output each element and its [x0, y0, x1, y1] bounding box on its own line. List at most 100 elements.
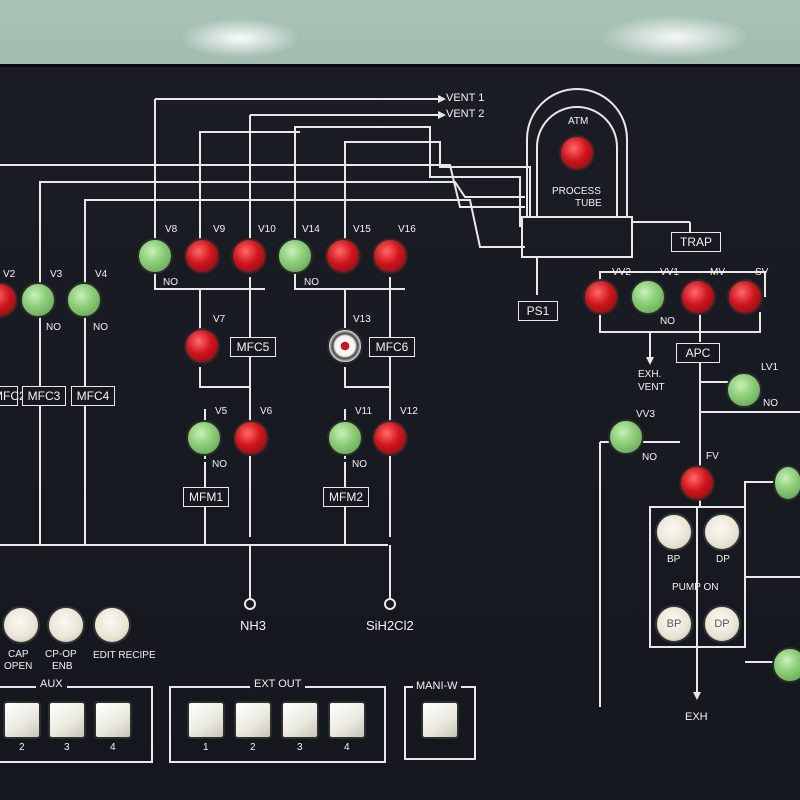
pump-on-label: PUMP ON	[672, 582, 719, 593]
valve-v6[interactable]	[233, 420, 269, 456]
valve-fv[interactable]	[679, 465, 715, 501]
valve-right-edge[interactable]	[773, 465, 800, 501]
dp-lamp[interactable]	[703, 513, 741, 551]
ext-out-button-2[interactable]	[234, 701, 272, 739]
v12-label: V12	[400, 406, 418, 417]
v16-label: V16	[398, 224, 416, 235]
mfc6-box: MFC6	[369, 337, 415, 357]
aux-button-4[interactable]	[94, 701, 132, 739]
v14-label: V14	[302, 224, 320, 235]
valve-v15[interactable]	[325, 238, 361, 274]
mfm1-box: MFM1	[183, 487, 229, 507]
valve-v14[interactable]	[277, 238, 313, 274]
edit-recipe-label: EDIT RECIPE	[93, 650, 156, 661]
ext-out-button-1[interactable]	[187, 701, 225, 739]
valve-v9[interactable]	[184, 238, 220, 274]
pump-on-bp-button[interactable]: BP	[655, 605, 693, 643]
ext-out-label-2: 2	[250, 742, 256, 753]
v8-label: V8	[165, 224, 178, 235]
sv-label: SV	[755, 267, 769, 278]
valve-v7[interactable]	[184, 328, 220, 364]
dp-label: DP	[716, 554, 730, 565]
aux-label-4: 4	[110, 742, 116, 753]
v4-label: V4	[95, 269, 108, 280]
trap-box: TRAP	[671, 232, 721, 252]
edit-recipe-button[interactable]	[93, 606, 131, 644]
cap-open-label-1: CAP	[8, 649, 29, 660]
control-panel: VENT 1 VENT 2 ATM PROCESS TUBE PS1 TRAP …	[0, 64, 800, 800]
process-tube-label-2: TUBE	[575, 198, 602, 209]
mfm2-box: MFM2	[323, 487, 369, 507]
valve-v5[interactable]	[186, 420, 222, 456]
bp-lamp[interactable]	[655, 513, 693, 551]
lv1-label: LV1	[761, 362, 779, 373]
valve-lv1[interactable]	[726, 372, 762, 408]
v5-no-label: NO	[212, 459, 227, 470]
valve-lower-right[interactable]	[772, 647, 800, 683]
v4-no-label: NO	[93, 322, 108, 333]
v5-label: V5	[215, 406, 228, 417]
pump-on-dp-button[interactable]: DP	[703, 605, 741, 643]
ext-out-label-3: 3	[297, 742, 303, 753]
valve-vv2[interactable]	[583, 279, 619, 315]
aux-button-3[interactable]	[48, 701, 86, 739]
mani-w-group-label: MANI-W	[413, 681, 461, 692]
vv3-no-label: NO	[642, 452, 657, 463]
valve-vv3[interactable]	[608, 419, 644, 455]
light-glare	[600, 15, 750, 59]
valve-mv[interactable]	[680, 279, 716, 315]
vent1-label: VENT 1	[446, 92, 485, 104]
valve-vv1[interactable]	[630, 279, 666, 315]
valve-v8[interactable]	[137, 238, 173, 274]
atm-lamp[interactable]	[559, 135, 595, 171]
valve-v16[interactable]	[372, 238, 408, 274]
nh3-label: NH3	[240, 618, 267, 633]
atm-label: ATM	[568, 116, 589, 127]
cpop-label-2: ENB	[52, 661, 73, 672]
light-glare	[180, 18, 300, 58]
vent2-label: VENT 2	[446, 108, 485, 120]
vv1-no-label: NO	[660, 316, 675, 327]
exh-label: EXH	[685, 711, 708, 723]
valve-v11[interactable]	[327, 420, 363, 456]
valve-sv[interactable]	[727, 279, 763, 315]
ext-out-label-1: 1	[203, 742, 209, 753]
mfc2-box: MFC2	[0, 386, 26, 406]
cap-open-label-2: OPEN	[4, 661, 33, 672]
cp-op-enb-button[interactable]	[47, 606, 85, 644]
v7-label: V7	[213, 314, 226, 325]
bp-label: BP	[667, 554, 681, 565]
v10-label: V10	[258, 224, 276, 235]
ps1-box: PS1	[518, 301, 558, 321]
v8-no-label: NO	[163, 277, 178, 288]
mani-w-button[interactable]	[421, 701, 459, 739]
aux-label-2: 2	[19, 742, 25, 753]
mfc5-box: MFC5	[230, 337, 276, 357]
valve-v10[interactable]	[231, 238, 267, 274]
valve-v3[interactable]	[20, 282, 56, 318]
aux-group-label: AUX	[36, 679, 67, 690]
fv-label: FV	[706, 451, 719, 462]
lv1-no-label: NO	[763, 398, 778, 409]
valve-v13[interactable]	[327, 328, 363, 364]
vv1-label: VV1	[660, 267, 679, 278]
v11-no-label: NO	[352, 459, 367, 470]
aux-button-2[interactable]	[3, 701, 41, 739]
mfc4-box: MFC4	[71, 386, 115, 406]
v11-label: V11	[355, 406, 373, 417]
cap-open-button[interactable]	[2, 606, 40, 644]
process-tube-label-1: PROCESS	[552, 186, 601, 197]
ext-out-button-3[interactable]	[281, 701, 319, 739]
valve-v12[interactable]	[372, 420, 408, 456]
v9-label: V9	[213, 224, 226, 235]
valve-v4[interactable]	[66, 282, 102, 318]
vv2-label: VV2	[612, 267, 631, 278]
ext-out-button-4[interactable]	[328, 701, 366, 739]
v15-label: V15	[353, 224, 371, 235]
v2-label: V2	[3, 269, 16, 280]
sih2cl2-label: SiH2Cl2	[366, 618, 414, 633]
v3-label: V3	[50, 269, 63, 280]
vv3-label: VV3	[636, 409, 655, 420]
ext-out-label-4: 4	[344, 742, 350, 753]
